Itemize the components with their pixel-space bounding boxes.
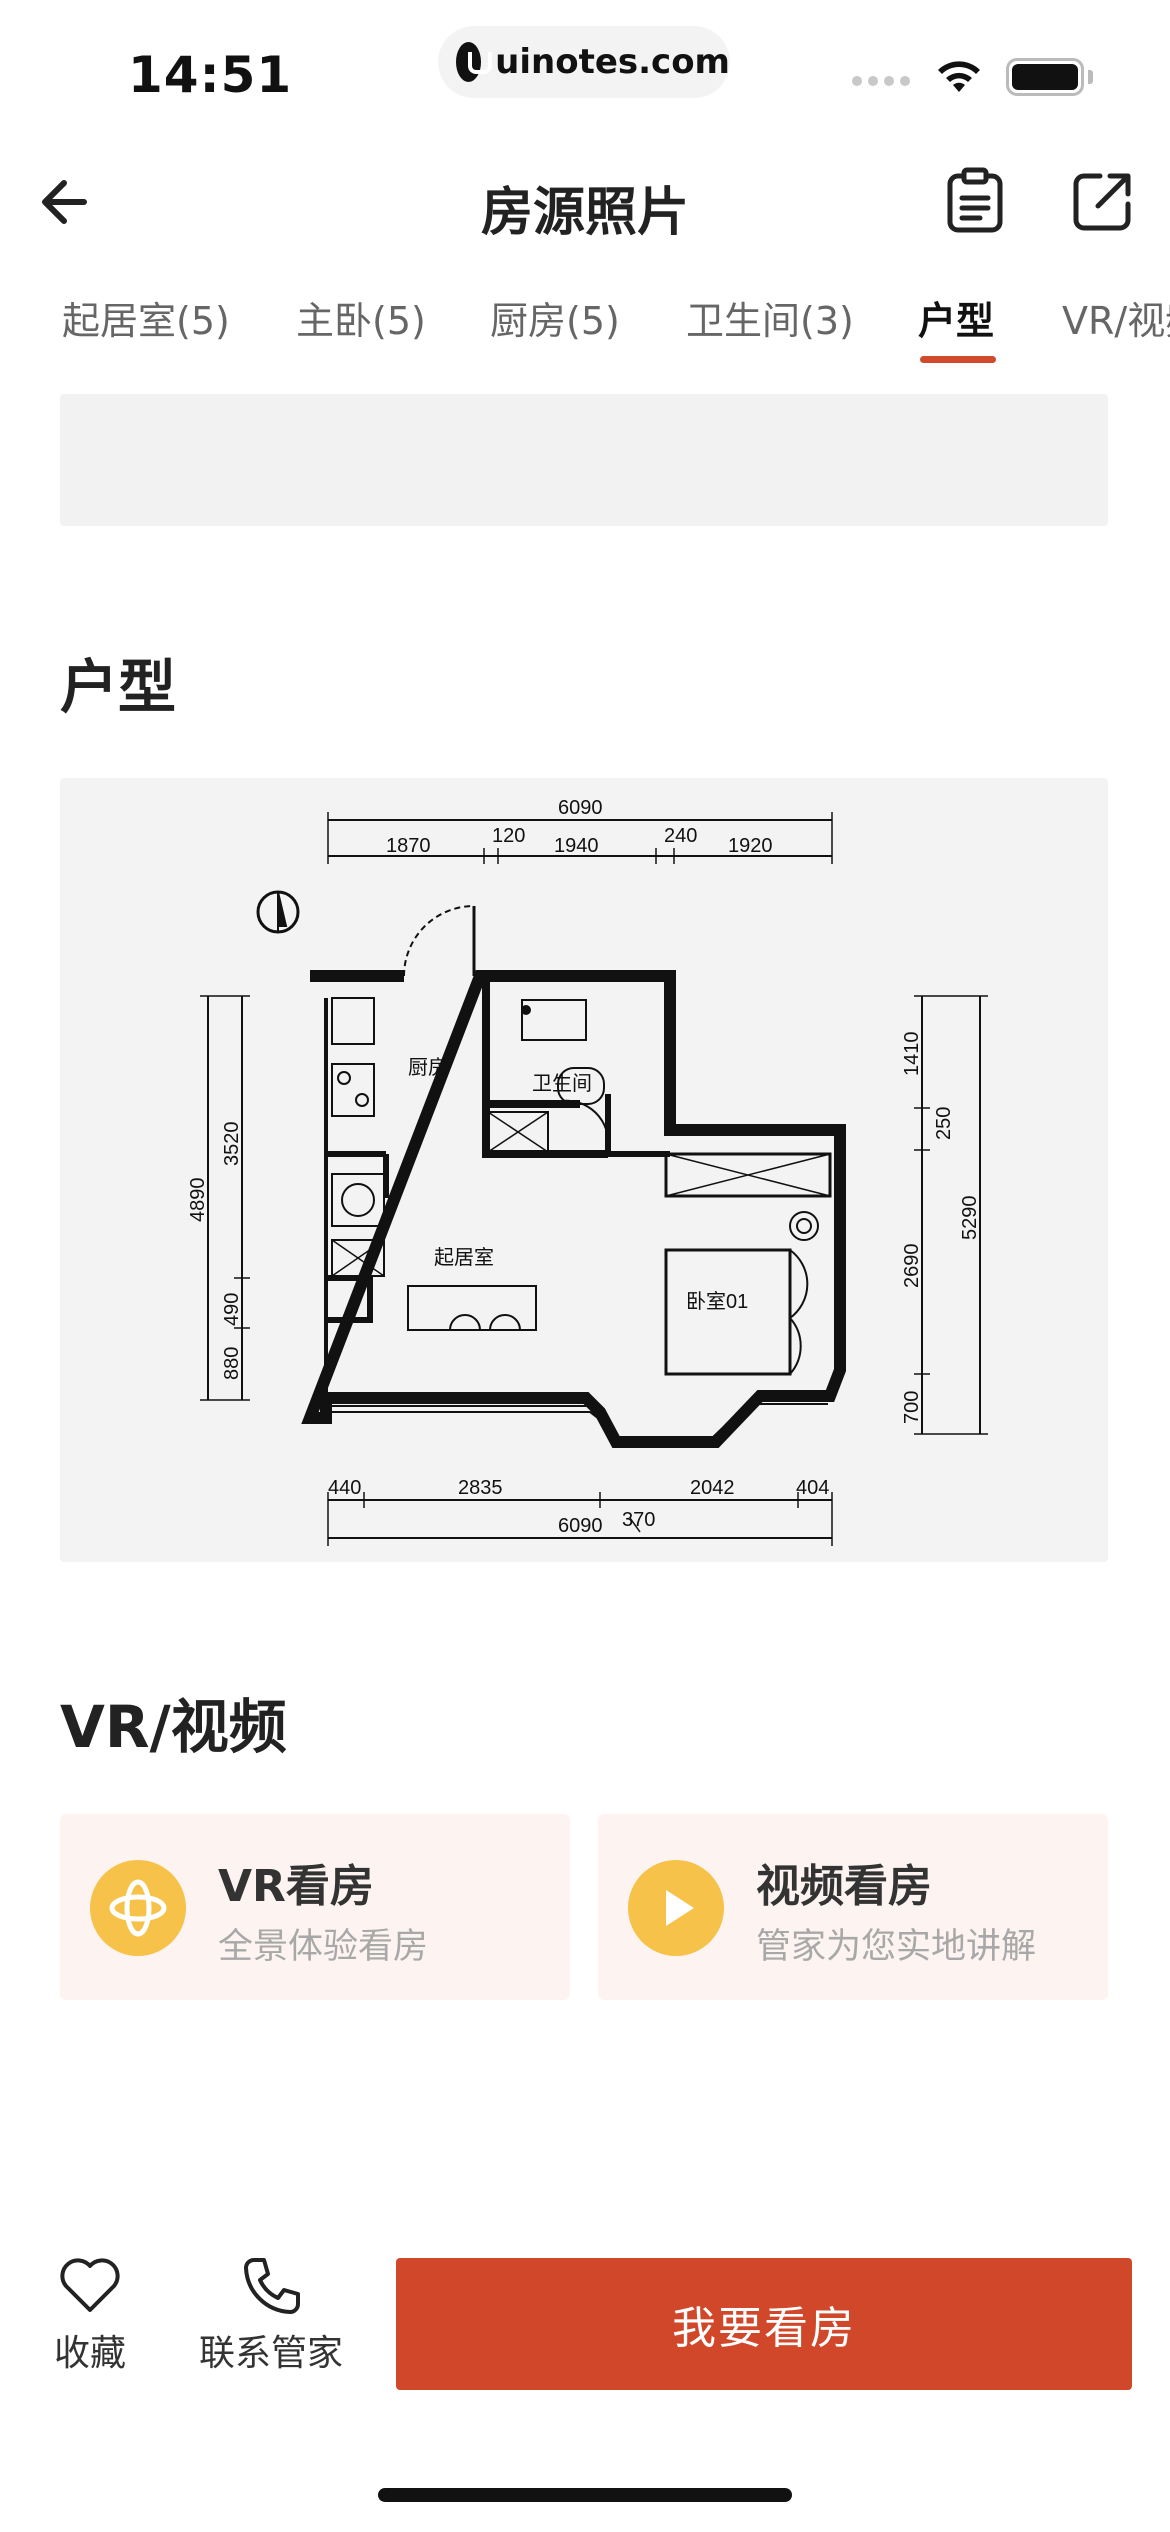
- dim-bottom-2: 2835: [458, 1477, 503, 1499]
- book-viewing-button[interactable]: 我要看房: [396, 2258, 1132, 2390]
- dim-right-2: 250: [933, 1107, 955, 1140]
- favorite-label: 收藏: [53, 2333, 126, 2374]
- battery-icon: [1006, 58, 1084, 96]
- vr-card-subtitle: 全景体验看房: [218, 1927, 429, 1967]
- wifi-icon: [938, 61, 980, 92]
- dim-left-2: 3520: [221, 1122, 243, 1167]
- site-logo-icon: [456, 42, 493, 82]
- room-photo[interactable]: [60, 394, 1108, 526]
- contact-manager-button[interactable]: 联系管家: [196, 2254, 346, 2376]
- dim-top-2: 120: [492, 825, 525, 847]
- favorite-button[interactable]: 收藏: [50, 2254, 130, 2376]
- play-icon: [628, 1860, 724, 1956]
- dim-right-4: 2690: [901, 1244, 923, 1289]
- home-indicator[interactable]: [378, 2488, 792, 2502]
- url-pill[interactable]: uinotes.com: [438, 26, 730, 98]
- vr-card-title: VR看房: [218, 1861, 374, 1912]
- room-label-living: 起居室: [434, 1246, 494, 1269]
- tab-bathroom[interactable]: 卫生间(3): [686, 299, 854, 343]
- vr-section-title: VR/视频: [60, 1693, 287, 1761]
- dim-left-4: 880: [221, 1347, 243, 1380]
- external-share-icon[interactable]: [1068, 166, 1138, 236]
- dim-bottom-4: 404: [796, 1477, 829, 1499]
- tab-master-bedroom[interactable]: 主卧(5): [296, 299, 426, 343]
- dim-bottom-3: 2042: [690, 1477, 735, 1499]
- arrow-left-icon[interactable]: [34, 170, 98, 234]
- dim-bottom-total: 6090: [558, 1515, 603, 1537]
- url-text: uinotes.com: [495, 42, 730, 82]
- clipboard-list-icon[interactable]: [940, 166, 1010, 236]
- floorplan-image[interactable]: 厨房 卫生间 起居室 卧室01 6090 1870 120 1940 240 1…: [60, 778, 1108, 1562]
- dim-right-3: 5290: [959, 1196, 981, 1241]
- dim-right-5: 700: [901, 1391, 923, 1424]
- signal-icon: [852, 76, 910, 86]
- phone-icon: [244, 2258, 300, 2314]
- nav-bar: 房源照片: [0, 140, 1170, 260]
- vr-tour-card[interactable]: VR看房 全景体验看房: [60, 1814, 570, 2000]
- video-card-title: 视频看房: [756, 1861, 932, 1912]
- status-time: 14:51: [128, 46, 293, 104]
- tab-bar: 起居室(5) 主卧(5) 厨房(5) 卫生间(3) 户型 VR/视频: [0, 272, 1170, 368]
- room-label-bedroom: 卧室01: [686, 1290, 748, 1313]
- dim-bottom-1: 440: [328, 1477, 361, 1499]
- dim-right-1: 1410: [901, 1032, 923, 1077]
- dim-top-3: 1940: [554, 835, 599, 857]
- dim-bottom-extra: 370: [622, 1509, 655, 1531]
- dim-top-total: 6090: [558, 797, 603, 819]
- video-card-subtitle: 管家为您实地讲解: [756, 1927, 1037, 1967]
- dim-top-1: 1870: [386, 835, 431, 857]
- tab-living-room[interactable]: 起居室(5): [62, 299, 230, 343]
- dim-top-5: 1920: [728, 835, 773, 857]
- tab-vr-video[interactable]: VR/视频: [1062, 299, 1170, 343]
- vr-orbit-icon: [90, 1860, 186, 1956]
- room-label-bathroom: 卫生间: [532, 1072, 592, 1095]
- floorplan-section-title: 户型: [60, 653, 177, 721]
- tab-kitchen[interactable]: 厨房(5): [490, 299, 620, 343]
- dim-left-3: 490: [221, 1293, 243, 1326]
- tab-active-indicator: [920, 356, 996, 363]
- room-label-kitchen: 厨房: [408, 1056, 448, 1079]
- status-bar: 14:51 uinotes.com: [0, 0, 1170, 130]
- contact-label: 联系管家: [198, 2333, 343, 2374]
- dim-top-4: 240: [664, 825, 697, 847]
- dim-left-1: 4890: [187, 1178, 209, 1223]
- heart-icon: [60, 2258, 120, 2312]
- floorplan-drawing: 厨房 卫生间 起居室 卧室01 6090 1870 120 1940 240 1…: [187, 797, 988, 1546]
- video-tour-card[interactable]: 视频看房 管家为您实地讲解: [598, 1814, 1108, 2000]
- tab-floorplan[interactable]: 户型: [918, 299, 995, 343]
